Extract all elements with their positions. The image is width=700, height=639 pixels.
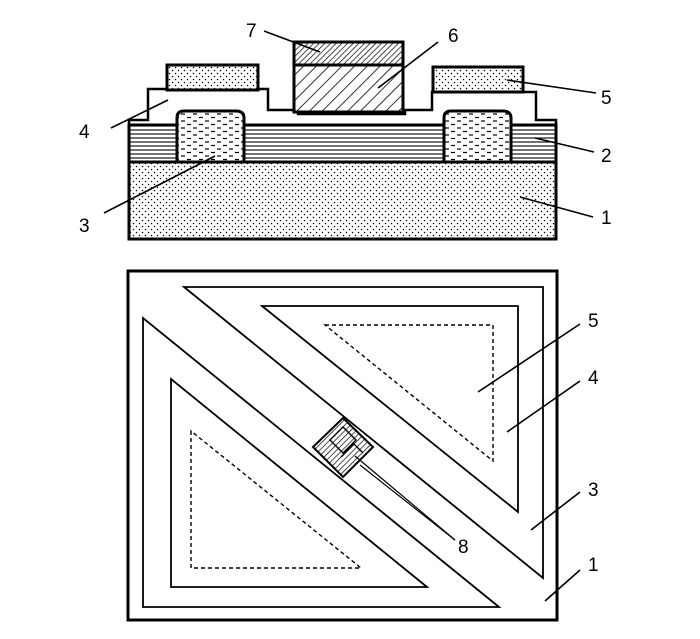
leader-plan-8a xyxy=(359,464,456,541)
plan-label-1: 1 xyxy=(588,555,599,576)
layer-2-right xyxy=(506,123,558,164)
plan-view xyxy=(126,269,559,622)
label-4: 4 xyxy=(79,122,90,143)
lower-triangle-5 xyxy=(190,429,363,569)
label-5: 5 xyxy=(601,88,612,109)
layer-2-left xyxy=(127,123,179,164)
cross-section xyxy=(127,40,558,241)
leader-plan-1 xyxy=(544,569,581,602)
plan-frame-1 xyxy=(126,269,559,622)
layer-3-left xyxy=(175,109,246,164)
plan-view-leaders xyxy=(354,323,581,602)
layer-5-left xyxy=(165,63,260,92)
cross-section-leaders xyxy=(103,30,597,218)
upper-triangle-4 xyxy=(259,305,519,514)
leader-2 xyxy=(534,137,595,153)
plan-label-4: 4 xyxy=(588,368,599,389)
layer-6-gate xyxy=(292,62,405,114)
leader-1 xyxy=(519,196,594,218)
upper-triangle-3 xyxy=(181,286,544,580)
leader-3 xyxy=(103,155,216,214)
label-1: 1 xyxy=(601,208,612,229)
layer-7-cap xyxy=(292,40,405,67)
layer-3-right xyxy=(442,109,513,164)
leader-7 xyxy=(263,30,321,53)
plan-view-labels: 5 4 3 1 8 xyxy=(458,311,599,576)
leader-4 xyxy=(110,99,169,129)
leader-plan-4 xyxy=(506,380,581,433)
leader-plan-5 xyxy=(477,323,581,393)
lower-triangle-4 xyxy=(170,377,430,588)
cross-section-labels: 7 6 5 4 2 3 1 xyxy=(79,21,612,237)
plan-label-5: 5 xyxy=(588,311,599,332)
leader-5 xyxy=(506,79,597,94)
plan-label-3: 3 xyxy=(588,480,599,501)
plan-label-8: 8 xyxy=(458,537,469,558)
centre-element-8 xyxy=(311,416,375,479)
layer-5-right xyxy=(431,65,525,94)
label-6: 6 xyxy=(448,26,459,47)
leader-plan-3 xyxy=(530,491,581,531)
leader-6 xyxy=(377,41,439,89)
layer-2-middle xyxy=(240,123,449,164)
upper-triangle-5 xyxy=(323,324,494,463)
label-2: 2 xyxy=(601,146,612,167)
centre-element-8-detail xyxy=(329,426,364,458)
layer-4-outline xyxy=(127,87,558,125)
lower-triangle-3 xyxy=(142,316,502,608)
label-7: 7 xyxy=(246,21,257,42)
label-3: 3 xyxy=(79,216,90,237)
leader-plan-8b xyxy=(354,455,456,541)
substrate-layer-1 xyxy=(127,160,558,241)
